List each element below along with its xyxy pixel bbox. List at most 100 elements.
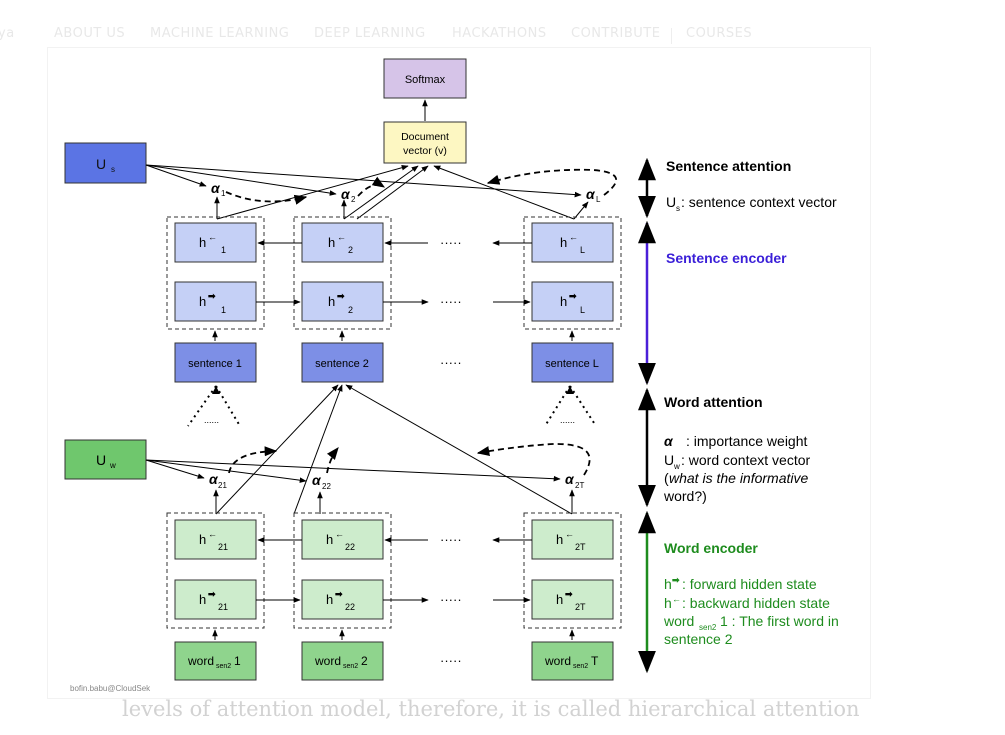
svg-text:α: α [211,180,221,196]
sentence-input-1: sentence 1 [174,342,257,383]
svg-text:←: ← [565,529,574,539]
svg-text:h: h [556,592,563,607]
word-input-dots: ····· [440,653,462,668]
legend-backward-hidden: h ← : backward hidden state [664,594,830,611]
word-input-T: word sen2 T [531,641,614,681]
svg-text:←: ← [569,232,578,242]
sentence-bwd-hidden-2: h ← 2 [301,222,384,263]
svg-text:2T: 2T [575,542,586,552]
svg-text:21: 21 [218,542,228,552]
word-bwd-hidden-21: h ← 21 [174,519,257,560]
nav-hackathons[interactable]: HACKATHONS [452,26,547,41]
sentence-fwd-dots: ····· [440,294,462,309]
svg-text:1 : The first word in: 1 : The first word in [720,613,839,629]
word-input-1: word sen2 1 [174,641,257,681]
svg-text:α: α [209,471,219,487]
svg-text:w: w [109,461,116,470]
sentence-input-L: sentence L [531,342,614,383]
svg-text:α: α [565,471,575,487]
sentence-alpha-2: α 2 [341,186,356,204]
svg-text:h: h [328,235,335,250]
svg-text:: importance weight: : importance weight [686,433,808,449]
svg-text:T: T [591,654,599,668]
nav-courses[interactable]: COURSES [686,26,753,41]
svg-text:1: 1 [234,654,241,668]
nav-separator [671,28,672,44]
legend-alpha-desc: α : importance weight [664,433,808,449]
nav-about-us[interactable]: ABOUT US [54,26,126,41]
svg-text:21: 21 [218,481,227,490]
svg-text:: sentence context vector: : sentence context vector [681,194,837,210]
article-caption-text: levels of attention model, therefore, it… [122,697,860,721]
doc-vector-line2: vector (v) [403,145,447,157]
doc-vector-line1: Document [401,131,449,143]
svg-text:←: ← [335,529,344,539]
word-input-2: word sen2 2 [301,641,384,681]
document-vector-box: Document vector (v) [383,121,467,164]
svg-text:h: h [664,595,672,611]
svg-text:(: ( [664,470,669,486]
svg-text:➡: ➡ [569,291,577,301]
word-bwd-hidden-22: h ← 22 [301,519,384,560]
brand-fragment: ya [0,26,15,41]
svg-text:s: s [676,204,680,213]
svg-text:➡: ➡ [208,589,216,599]
svg-text:2: 2 [361,654,368,668]
sentence-bwd-hidden-1: h ← 1 [174,222,257,263]
word-encoder-group-2T [523,512,622,629]
nav-deep-learning[interactable]: DEEP LEARNING [314,26,426,41]
word-fwd-hidden-2T: h ➡ 2T [531,579,614,620]
svg-text:1: 1 [221,305,226,315]
svg-text:L: L [580,305,585,315]
svg-text:α: α [341,186,351,202]
svg-text:2: 2 [348,245,353,255]
svg-text:sentence 2: sentence 2 [315,358,369,370]
svg-text:h: h [556,532,563,547]
svg-text:h: h [326,592,333,607]
legend-informative-question: ( what is the informative word?) [663,470,808,504]
svg-text:L: L [596,195,601,204]
svg-text:α: α [312,472,322,488]
svg-text:word: word [187,654,214,668]
svg-text:2: 2 [351,195,356,204]
legend-sentence-encoder: Sentence encoder [666,250,787,266]
word-alpha-2T: α 2T [565,471,584,490]
top-navigation: ya ABOUT US MACHINE LEARNING DEEP LEARNI… [0,26,1005,48]
nav-contribute[interactable]: CONTRIBUTE [571,26,661,41]
svg-text:......: ...... [560,415,575,425]
sentence-input-dots: ····· [440,355,462,370]
legend-word-attention: Word attention [664,394,763,410]
us-context-vector: U s [64,142,147,184]
svg-text:U: U [96,452,106,468]
legend-sentence-attention: Sentence attention [666,158,791,174]
svg-text:: forward hidden state: : forward hidden state [682,576,817,592]
svg-text:sen2: sen2 [343,663,358,670]
svg-text:sen2: sen2 [699,623,717,632]
svg-text:s: s [111,165,115,174]
legend-uw-desc: U w : word context vector [664,452,811,471]
svg-text:h: h [328,294,335,309]
svg-text:22: 22 [345,602,355,612]
svg-text:word: word [544,654,571,668]
svg-text:h: h [199,592,206,607]
svg-text:U: U [664,452,674,468]
svg-text:22: 22 [345,542,355,552]
svg-text:h: h [199,294,206,309]
sentence-input-2: sentence 2 [301,342,384,383]
svg-text:➡: ➡ [337,291,345,301]
svg-text:word: word [314,654,341,668]
svg-text:h: h [326,532,333,547]
legend-word-encoder: Word encoder [664,540,758,556]
svg-text:α: α [664,433,674,449]
sentence-bwd-dots: ····· [440,235,462,250]
legend-word-example: word sen2 1 : The first word in sentence… [663,613,839,647]
svg-text:h: h [560,235,567,250]
svg-text:➡: ➡ [565,589,573,599]
sentence-bwd-hidden-L: h ← L [531,222,614,263]
svg-text:h: h [560,294,567,309]
svg-text:←: ← [672,594,681,604]
svg-text:h: h [199,532,206,547]
nav-machine-learning[interactable]: MACHINE LEARNING [150,26,290,41]
legend-us-desc: U s : sentence context vector [666,194,837,213]
svg-text:word: word [663,613,694,629]
